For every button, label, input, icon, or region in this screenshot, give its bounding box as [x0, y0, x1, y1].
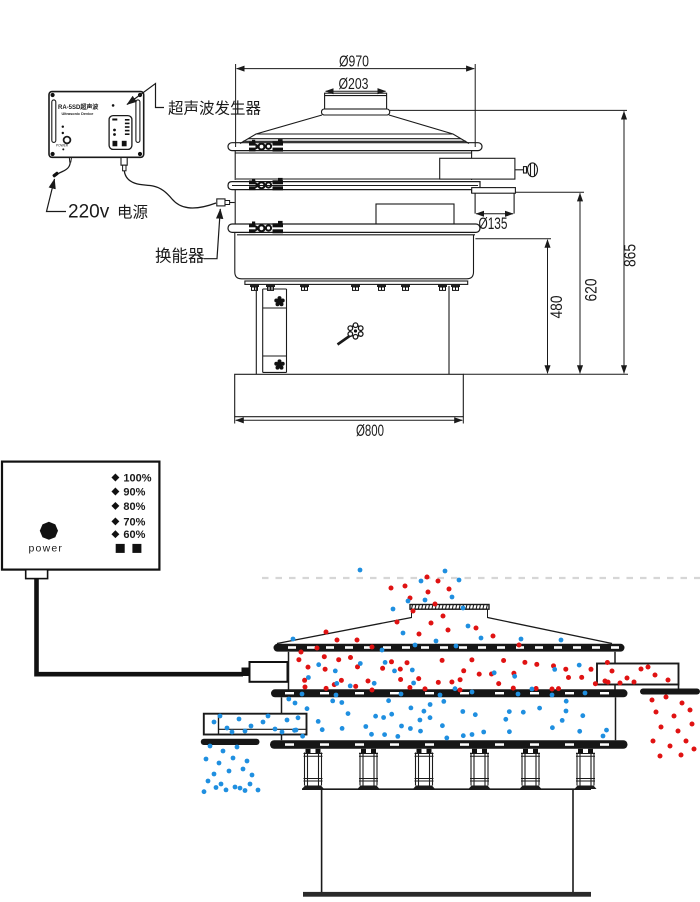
svg-text:220v: 220v [68, 202, 110, 223]
svg-text:电源: 电源 [117, 204, 148, 222]
svg-text:RA-5SD超声波: RA-5SD超声波 [58, 103, 99, 111]
svg-text:Ø135: Ø135 [479, 215, 508, 233]
svg-text:80%: 80% [123, 501, 145, 513]
svg-text:90%: 90% [123, 487, 145, 499]
svg-text:超声波发生器: 超声波发生器 [168, 100, 262, 118]
svg-text:620: 620 [583, 279, 601, 302]
svg-text:100%: 100% [123, 473, 151, 485]
svg-text:换能器: 换能器 [155, 247, 205, 266]
svg-text:480: 480 [548, 296, 566, 319]
svg-text:Ø970: Ø970 [339, 54, 369, 71]
svg-text:70%: 70% [123, 516, 145, 528]
svg-text:Ultrasonic Device: Ultrasonic Device [62, 112, 94, 116]
svg-text:865: 865 [622, 244, 640, 267]
svg-text:power: power [29, 543, 64, 555]
svg-text:60%: 60% [123, 529, 145, 541]
svg-text:Ø203: Ø203 [339, 76, 369, 93]
svg-text:POWER: POWER [56, 144, 69, 148]
svg-text:Ø800: Ø800 [356, 421, 384, 440]
